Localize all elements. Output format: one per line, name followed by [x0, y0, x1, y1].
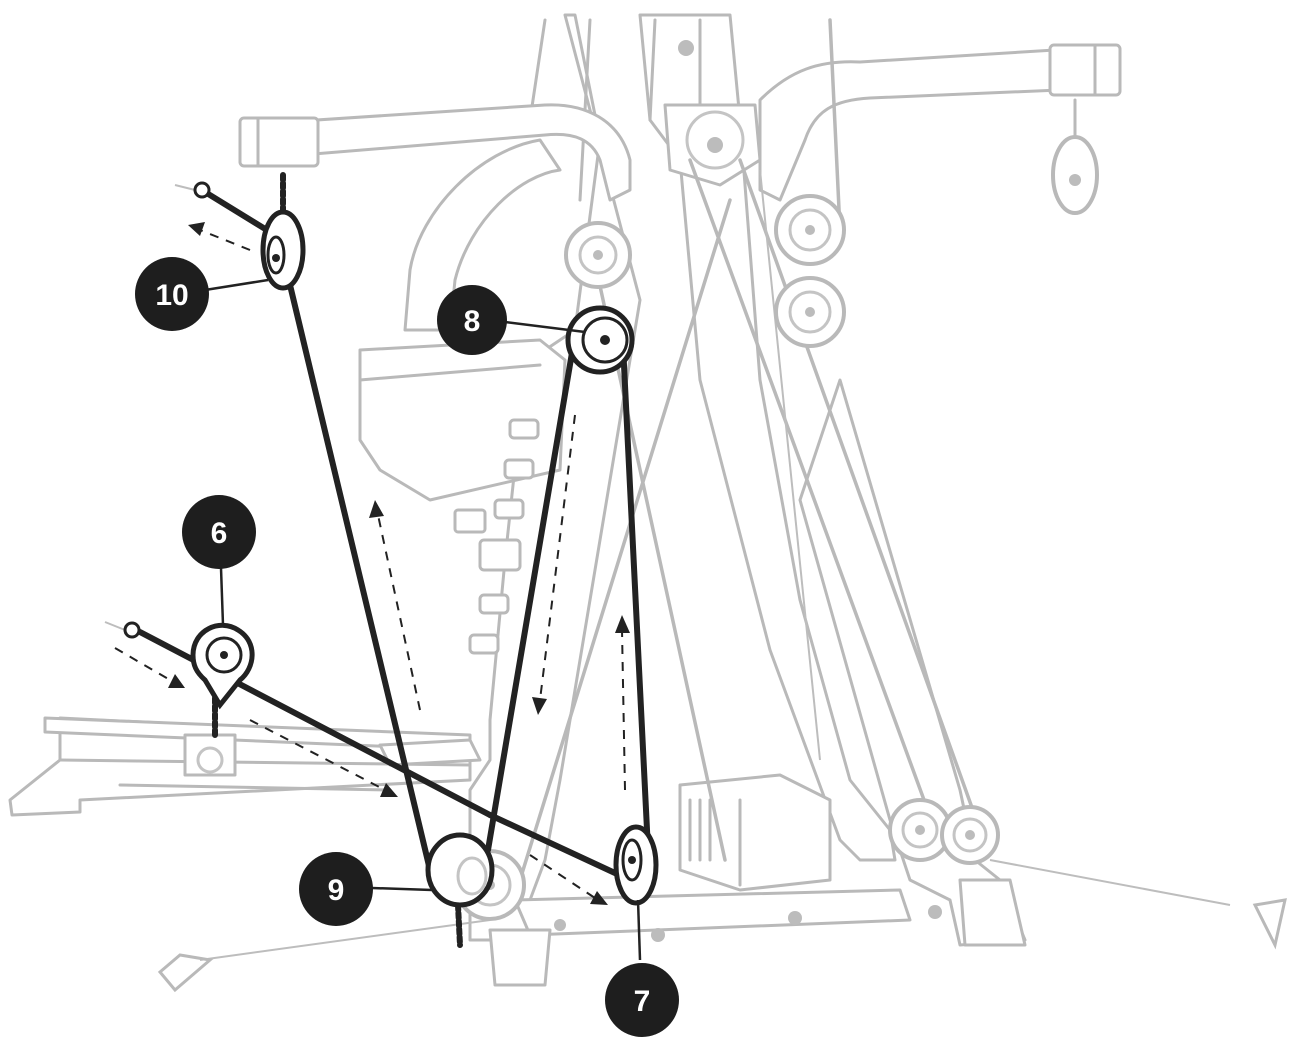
pulley-10 — [260, 209, 306, 291]
callout-7-label: 7 — [634, 985, 651, 1018]
callout-8: 8 — [437, 285, 507, 355]
weight-box — [678, 773, 832, 892]
chain-9 — [455, 902, 463, 948]
cable-to-7 — [487, 812, 633, 883]
callout-9-label: 9 — [328, 874, 345, 907]
grey-pulley-base-2 — [940, 805, 1000, 865]
cable-10-to-9 — [287, 282, 433, 873]
grey-cable-2 — [518, 198, 732, 882]
base-bar — [513, 888, 912, 937]
arrow-handle-6 — [114, 647, 171, 681]
right-arm-hanging-pulley — [1051, 98, 1099, 215]
upper-right-arm — [758, 48, 1062, 202]
grey-cable-3 — [688, 158, 937, 832]
center-post-right — [638, 13, 897, 862]
callout-10: 10 — [135, 257, 209, 331]
direction-arrows — [114, 222, 630, 905]
callout-10-leader — [204, 278, 269, 292]
cable-8-to-7 — [620, 342, 651, 853]
arrow-down-middle — [539, 414, 576, 701]
callout-6-label: 6 — [211, 517, 228, 550]
arrow-handle-10 — [199, 229, 251, 251]
upper-left-arm — [238, 103, 632, 202]
pulley-7 — [613, 824, 659, 906]
callout-9: 9 — [299, 852, 373, 926]
grey-cable-4 — [738, 158, 982, 832]
pulley-6 — [190, 622, 255, 710]
pulley-8 — [565, 305, 635, 375]
callout-7-leader — [636, 899, 642, 961]
grey-pulley-right-lower — [774, 276, 846, 348]
callout-9-leader — [371, 886, 433, 892]
upper-left-arm-cap — [238, 116, 320, 168]
grey-pulley-top — [564, 221, 632, 289]
pulley-9 — [425, 832, 495, 908]
arrow-up-right — [621, 629, 626, 791]
lower-handle-ball — [123, 621, 141, 639]
base-foot-left — [488, 928, 552, 987]
left-floor-cable — [199, 919, 491, 961]
upper-handle-ball — [193, 181, 211, 199]
upper-right-arm-cap — [1048, 43, 1122, 97]
grey-pulley-right-upper — [774, 194, 846, 266]
right-floor-handle — [1252, 898, 1287, 950]
arrow-bottom-right — [529, 854, 596, 899]
callout-8-label: 8 — [464, 305, 481, 338]
left-floor-handle — [157, 953, 214, 993]
callout-6: 6 — [182, 495, 256, 569]
callout-8-leader — [504, 320, 586, 334]
callout-6-leader — [219, 567, 225, 626]
arrow-down-right-lower — [249, 719, 386, 791]
upper-handle-cable — [202, 189, 278, 238]
callout-10-label: 10 — [155, 279, 188, 312]
base-foot-right — [958, 878, 1027, 947]
grey-cable-6 — [759, 169, 821, 761]
right-floor-cable — [989, 859, 1231, 906]
back-pad-column — [403, 138, 562, 332]
cable-9-to-8 — [485, 332, 578, 853]
grey-cable-5 — [828, 18, 842, 232]
callout-7: 7 — [605, 963, 679, 1037]
